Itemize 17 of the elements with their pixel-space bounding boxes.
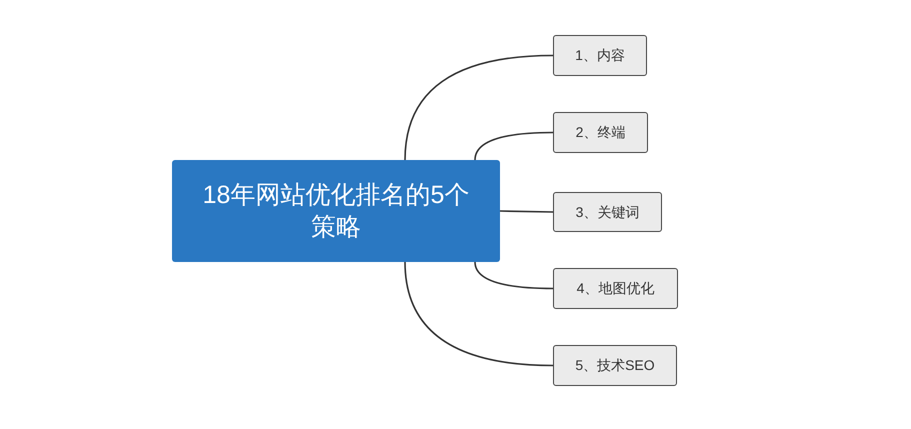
- topic-text: 18年网站优化排名的5个策略: [202, 180, 470, 243]
- topic-text: 4、地图优化: [576, 279, 654, 298]
- topic-box: [553, 268, 678, 309]
- topic-box: [553, 192, 662, 232]
- topic-text: 2、终端: [576, 123, 626, 142]
- connector-curve: [404, 262, 554, 366]
- central-topic-box: [172, 160, 500, 262]
- connector-curve: [474, 132, 554, 160]
- topic-text: 3、关键词: [576, 202, 640, 222]
- topic-box: [553, 35, 647, 76]
- topic-text: 5、技术SEO: [575, 356, 655, 375]
- connector-curve: [474, 262, 554, 290]
- topic-box: [553, 345, 677, 386]
- connector-curve: [500, 210, 554, 213]
- topic-box: [553, 112, 648, 153]
- connector-curve: [404, 54, 554, 160]
- topic-text: 1、内容: [575, 46, 625, 65]
